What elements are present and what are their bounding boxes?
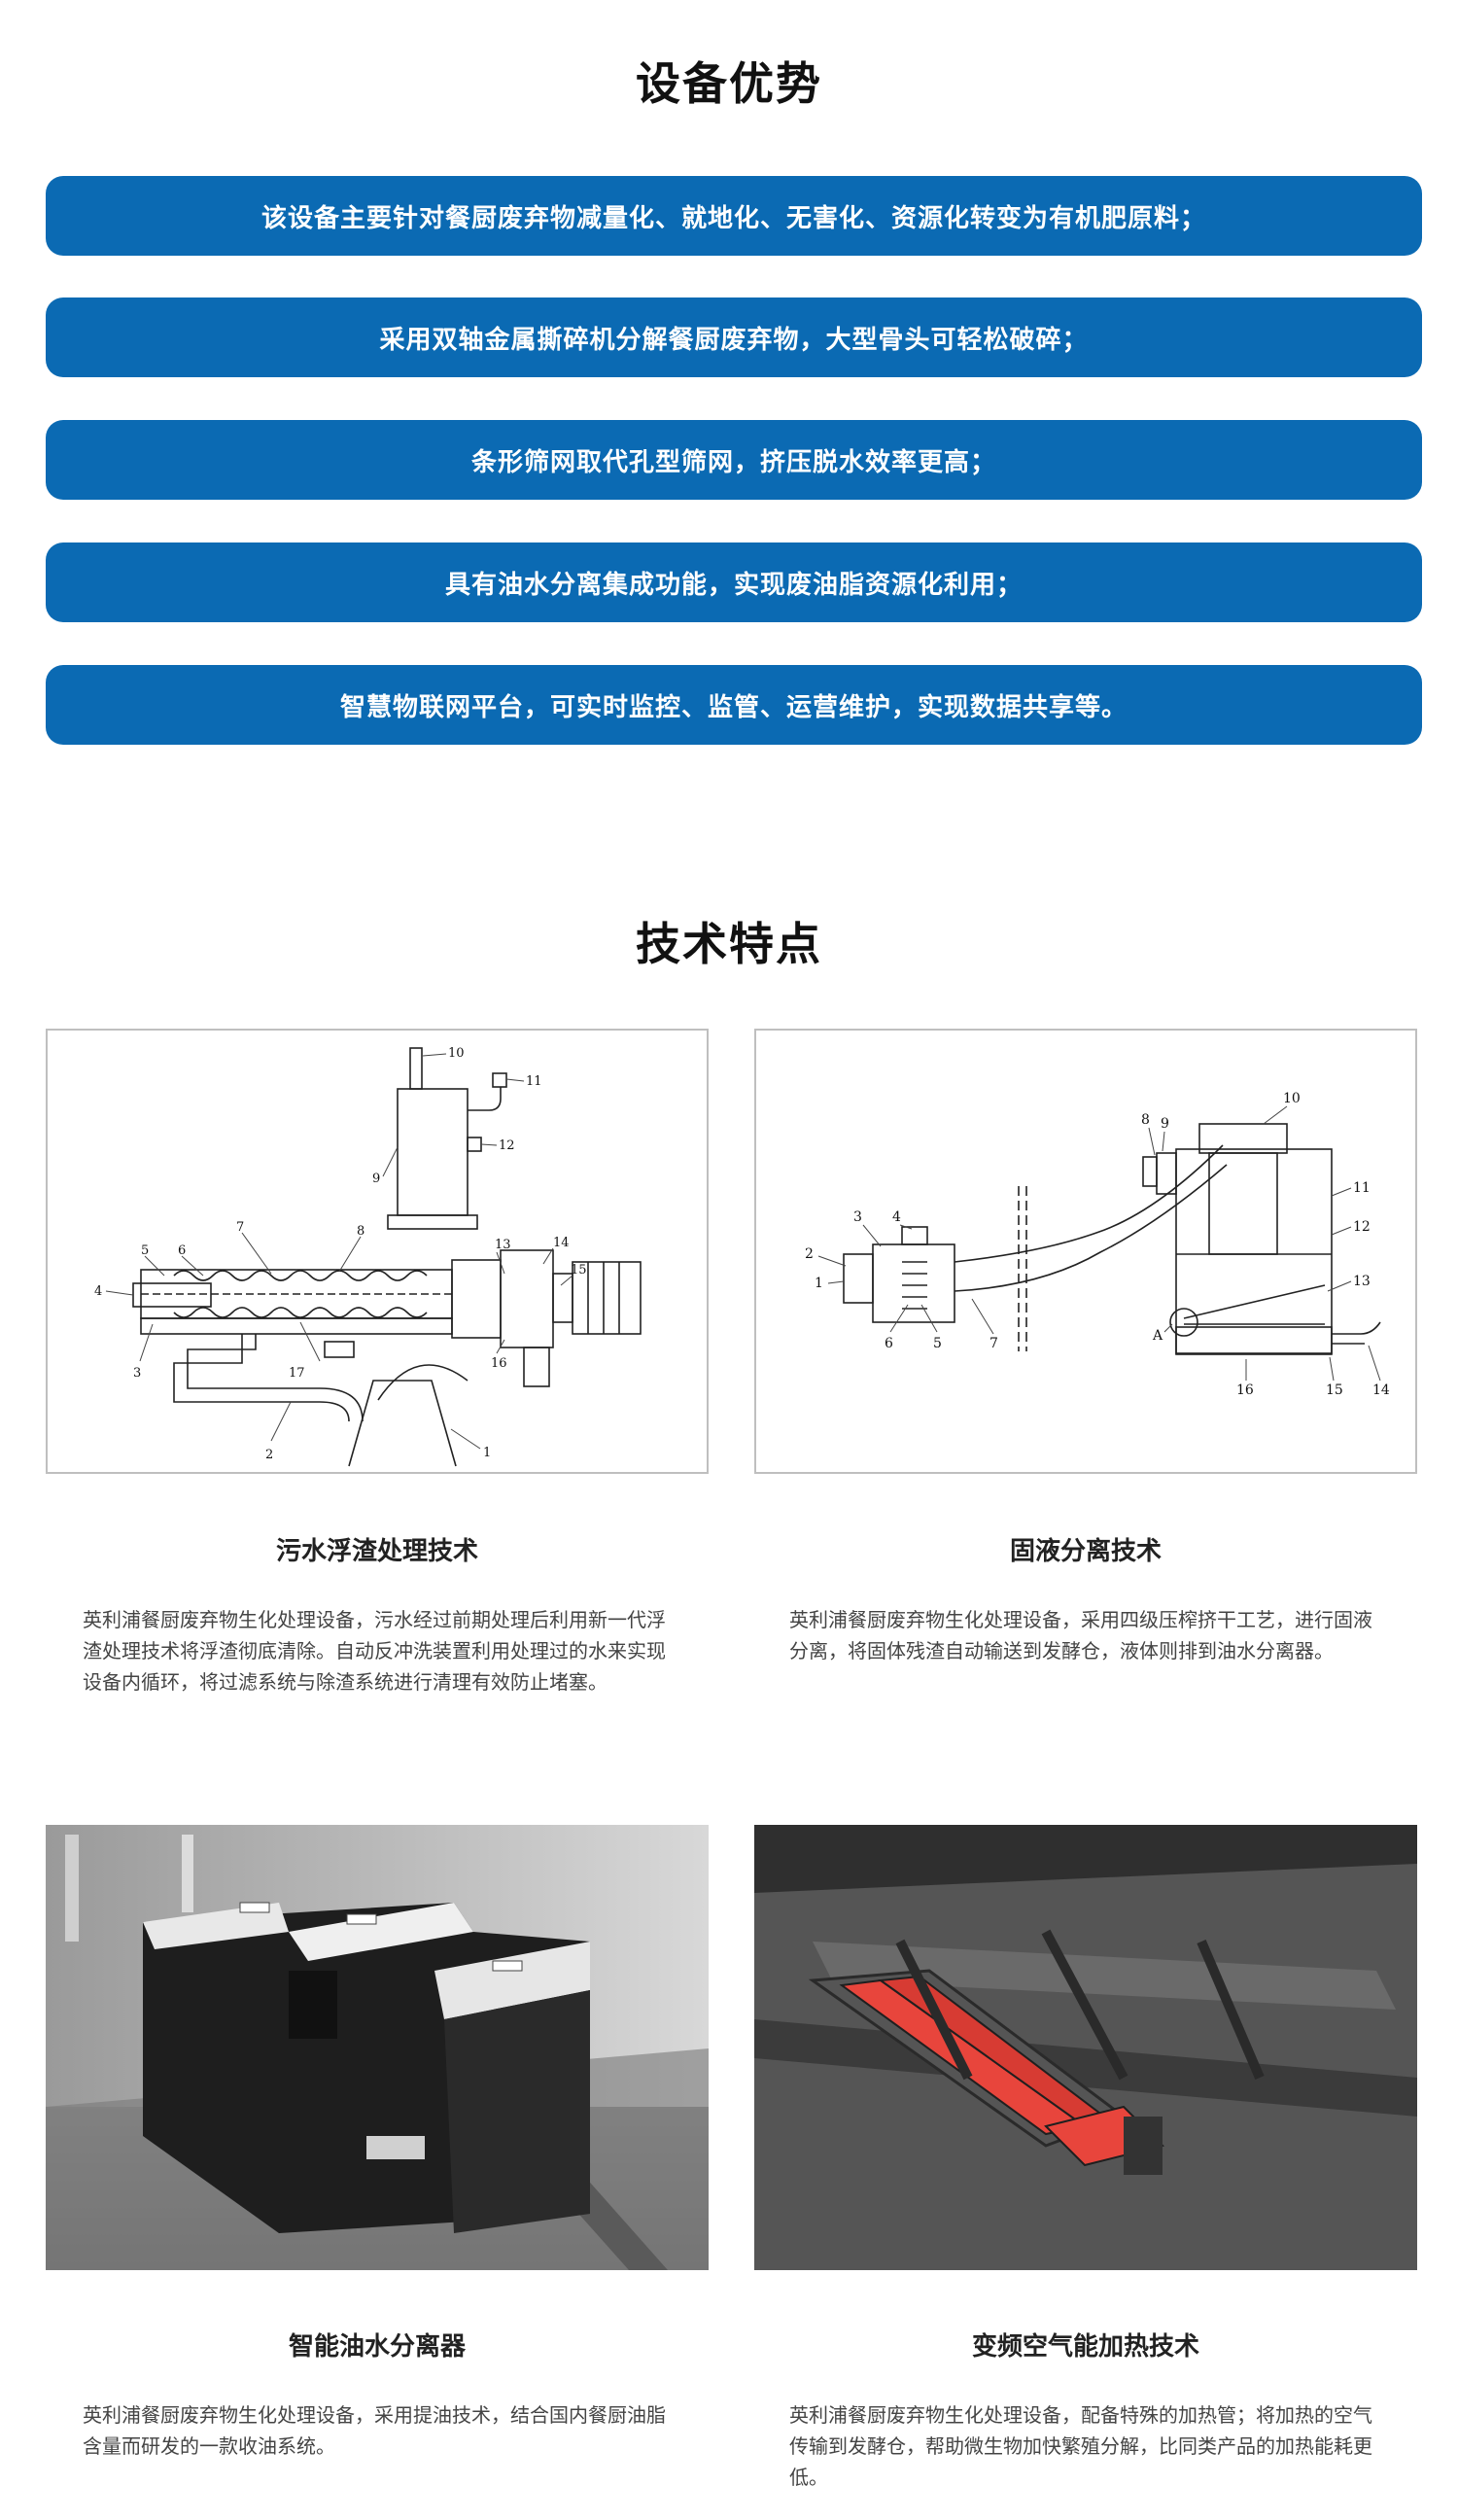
scum-label-16: 16 [491, 1356, 507, 1371]
sl-label-13: 13 [1353, 1274, 1371, 1289]
scum-label-2: 2 [265, 1448, 273, 1462]
heating-technology-description: 英利浦餐厨废弃物生化处理设备，配备特殊的加热管；将加热的空气传输到发酵仓，帮助微… [789, 2403, 1372, 2489]
heating-technology-image [754, 1825, 1417, 2270]
scum-label-4: 4 [94, 1284, 102, 1299]
advantage-text-1: 该设备主要针对餐厨废弃物减量化、就地化、无害化、资源化转变为有机肥原料； [260, 203, 1206, 233]
scum-label-8: 8 [357, 1224, 364, 1239]
sl-label-10: 10 [1283, 1091, 1301, 1106]
advantages-title: 设备优势 [636, 57, 822, 110]
advantage-item-5: 智慧物联网平台，可实时监控、监管、运营维护，实现数据共享等。 [46, 665, 1422, 745]
sl-label-5: 5 [933, 1336, 942, 1351]
sl-label-1: 1 [815, 1276, 823, 1291]
sl-label-12: 12 [1353, 1219, 1371, 1235]
scum-treatment-drawing: 10 11 12 9 4 5 6 7 8 13 14 15 16 3 17 2 … [94, 1046, 642, 1467]
solid-liquid-drawing: 1 2 3 4 5 6 7 8 9 10 11 12 13 14 15 16 A [805, 1091, 1390, 1398]
advantage-text-5: 智慧物联网平台，可实时监控、监管、运营维护，实现数据共享等。 [339, 692, 1128, 722]
sl-label-4: 4 [892, 1209, 901, 1225]
sl-label-2: 2 [805, 1246, 814, 1262]
advantage-text-3: 条形筛网取代孔型筛网，挤压脱水效率更高； [470, 447, 996, 477]
sl-label-3: 3 [853, 1209, 862, 1225]
advantage-item-4: 具有油水分离集成功能，实现废油脂资源化利用； [46, 542, 1422, 622]
sl-label-6: 6 [885, 1336, 893, 1351]
advantage-item-3: 条形筛网取代孔型筛网，挤压脱水效率更高； [46, 420, 1422, 500]
solid-liquid-diagram: 1 2 3 4 5 6 7 8 9 10 11 12 13 14 15 16 A [754, 1029, 1417, 1474]
scum-treatment-diagram: 10 11 12 9 4 5 6 7 8 13 14 15 16 3 17 2 … [46, 1029, 709, 1474]
sl-label-a: A [1152, 1328, 1163, 1344]
scum-treatment-description: 英利浦餐厨废弃物生化处理设备，污水经过前期处理后利用新一代浮渣处理技术将浮渣彻底… [83, 1608, 666, 1694]
scum-label-17: 17 [289, 1366, 305, 1381]
sl-label-7: 7 [989, 1336, 998, 1351]
scum-label-3: 3 [133, 1366, 141, 1381]
scum-label-10: 10 [448, 1046, 465, 1061]
scum-label-5: 5 [141, 1243, 149, 1258]
scum-label-6: 6 [178, 1243, 186, 1258]
sl-label-8: 8 [1141, 1112, 1150, 1128]
sl-label-9: 9 [1161, 1116, 1169, 1132]
scum-label-7: 7 [236, 1220, 244, 1235]
solid-liquid-description: 英利浦餐厨废弃物生化处理设备，采用四级压榨挤干工艺，进行固液分离，将固体残渣自动… [789, 1608, 1372, 1662]
oil-water-separator-caption: 智能油水分离器 [288, 2332, 466, 2362]
advantage-item-2: 采用双轴金属撕碎机分解餐厨废弃物，大型骨头可轻松破碎； [46, 298, 1422, 377]
sl-label-15: 15 [1326, 1382, 1343, 1398]
scum-label-1: 1 [483, 1446, 491, 1460]
oil-water-separator-image [46, 1825, 709, 2270]
oil-water-separator-photo [46, 1825, 709, 2270]
scum-label-15: 15 [571, 1263, 587, 1278]
sl-label-11: 11 [1353, 1180, 1371, 1196]
scum-label-12: 12 [499, 1138, 515, 1153]
heating-technology-caption: 变频空气能加热技术 [971, 2332, 1199, 2362]
sl-label-16: 16 [1236, 1382, 1254, 1398]
scum-label-9: 9 [372, 1172, 380, 1186]
oil-water-separator-description: 英利浦餐厨废弃物生化处理设备，采用提油技术，结合国内餐厨油脂含量而研发的一款收油… [83, 2403, 666, 2458]
advantage-text-4: 具有油水分离集成功能，实现废油脂资源化利用； [444, 570, 1023, 600]
advantage-text-2: 采用双轴金属撕碎机分解餐厨废弃物，大型骨头可轻松破碎； [379, 325, 1089, 355]
heating-technology-photo [754, 1825, 1417, 2270]
scum-label-11: 11 [526, 1074, 542, 1089]
advantage-item-1: 该设备主要针对餐厨废弃物减量化、就地化、无害化、资源化转变为有机肥原料； [46, 176, 1422, 256]
solid-liquid-caption: 固液分离技术 [1009, 1537, 1162, 1566]
scum-treatment-caption: 污水浮渣处理技术 [275, 1537, 478, 1566]
scum-label-14: 14 [553, 1236, 570, 1250]
sl-label-14: 14 [1372, 1382, 1390, 1398]
features-title: 技术特点 [636, 918, 822, 970]
scum-label-13: 13 [495, 1238, 511, 1252]
